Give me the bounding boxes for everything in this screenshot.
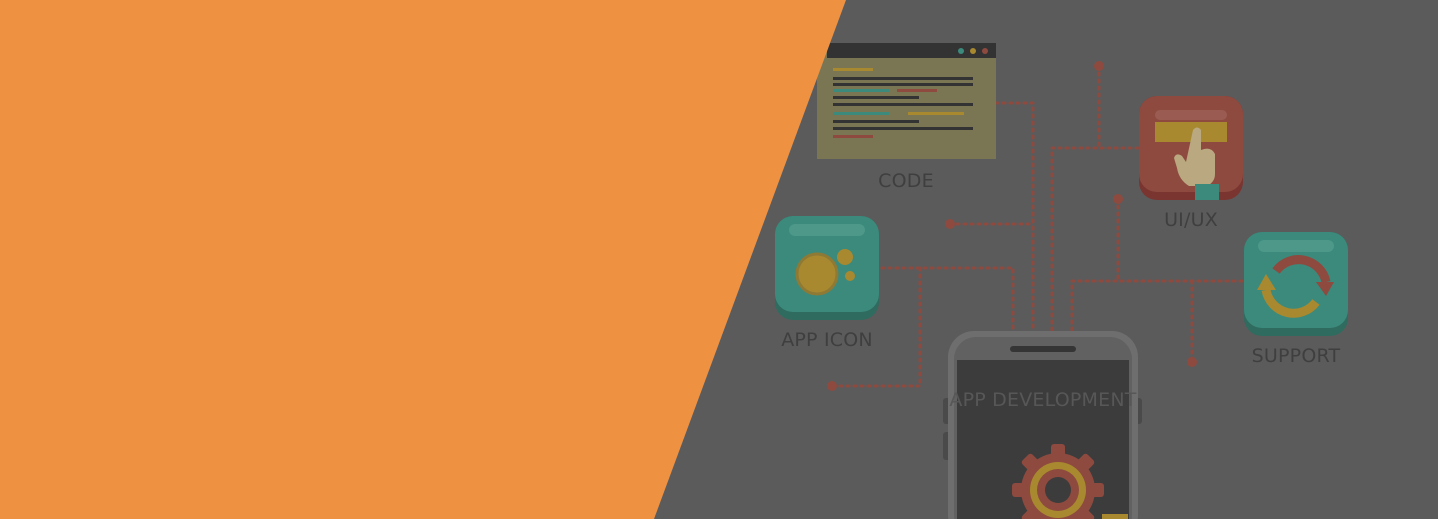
support-label: SUPPORT bbox=[1252, 345, 1341, 367]
gear-icon bbox=[1012, 444, 1104, 519]
connector-lines bbox=[830, 64, 1244, 388]
touch-hand-icon bbox=[1139, 96, 1243, 200]
refresh-arrows-icon bbox=[1244, 232, 1348, 336]
code-window-icon bbox=[817, 43, 996, 159]
app-bubbles-icon bbox=[775, 216, 879, 320]
app-development-label: APP DEVELOPMENT bbox=[949, 389, 1136, 411]
app-icon-label: APP ICON bbox=[781, 329, 873, 351]
ui-ux-label: UI/UX bbox=[1164, 209, 1218, 231]
orange-panel bbox=[0, 0, 846, 519]
gear-accent bbox=[1102, 514, 1128, 519]
connector-dots bbox=[827, 61, 1197, 391]
code-label: CODE bbox=[878, 170, 934, 192]
